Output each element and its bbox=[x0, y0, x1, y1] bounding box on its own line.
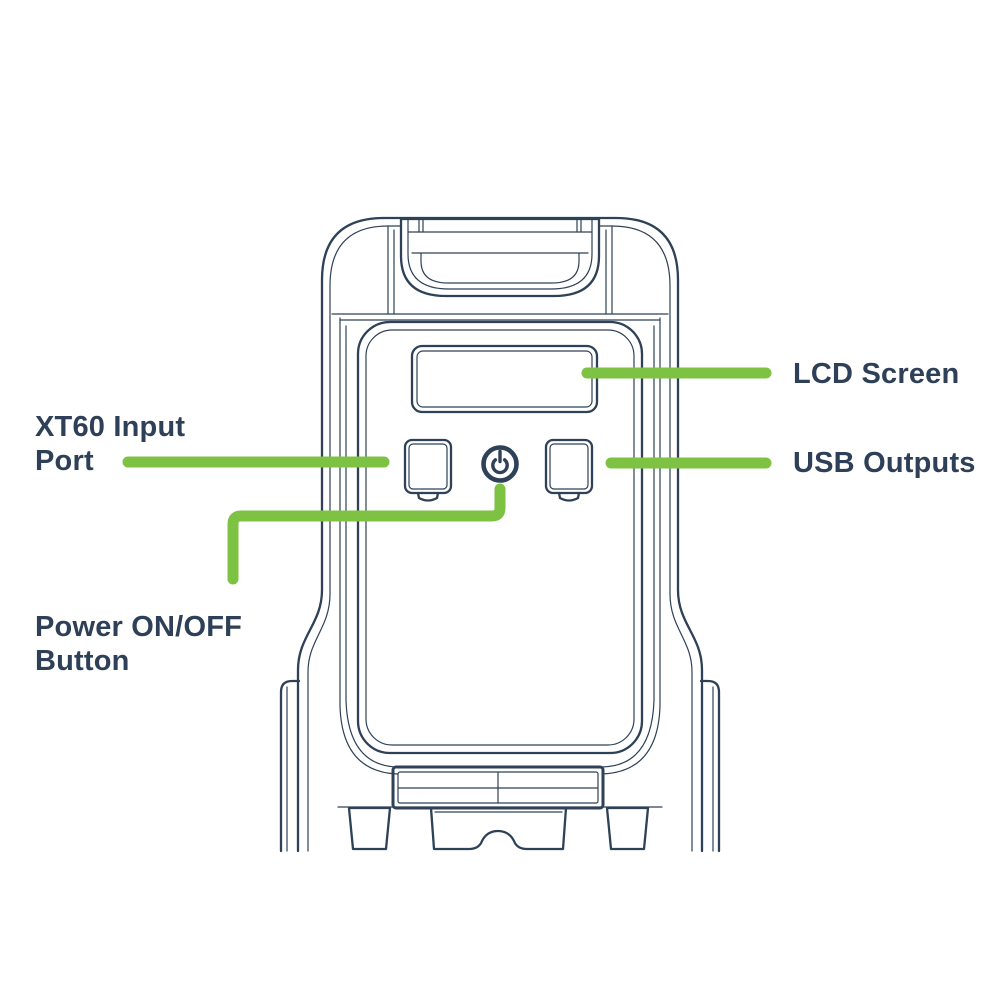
label-xt60-line1: XT60 Input bbox=[35, 411, 186, 443]
front-panel bbox=[356, 320, 644, 755]
xt60-port-outline bbox=[403, 438, 453, 502]
device-handle bbox=[387, 217, 613, 315]
label-power-line2: Button bbox=[35, 645, 130, 677]
callout-line-power bbox=[227, 483, 506, 585]
device-feet bbox=[347, 806, 650, 851]
label-power-button: Power ON/OFF Button bbox=[35, 610, 242, 678]
label-power-line1: Power ON/OFF bbox=[35, 611, 243, 643]
label-lcd-screen: LCD Screen bbox=[793, 358, 960, 390]
vent-grille bbox=[391, 765, 605, 810]
usb-port-outline bbox=[544, 438, 594, 502]
power-icon bbox=[481, 445, 519, 483]
label-usb-outputs: USB Outputs bbox=[793, 447, 976, 479]
device-body bbox=[279, 216, 721, 853]
lcd-screen-outline bbox=[410, 344, 599, 414]
label-xt60-input-port: XT60 Input Port bbox=[35, 410, 185, 478]
label-xt60-line2: Port bbox=[35, 445, 94, 477]
